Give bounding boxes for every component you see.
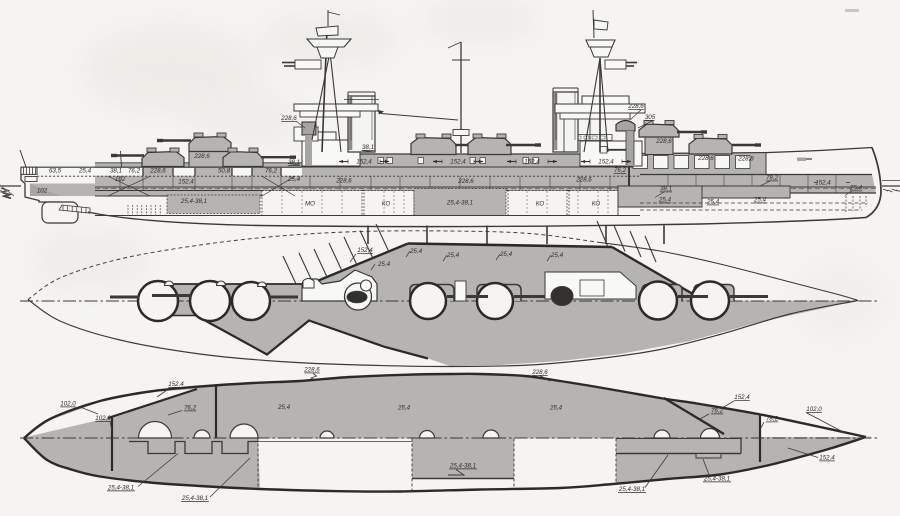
svg-text:228,6: 228,6 bbox=[335, 178, 352, 185]
svg-text:25,4: 25,4 bbox=[78, 168, 92, 175]
svg-text:50,8: 50,8 bbox=[218, 168, 231, 175]
svg-text:78,2: 78,2 bbox=[766, 416, 779, 423]
svg-text:228,6: 228,6 bbox=[149, 168, 166, 175]
svg-text:228,6: 228,6 bbox=[303, 367, 320, 374]
svg-text:228,6: 228,6 bbox=[280, 115, 297, 122]
svg-text:152,4: 152,4 bbox=[356, 159, 372, 166]
svg-text:102,0: 102,0 bbox=[60, 401, 76, 408]
svg-text:63,5: 63,5 bbox=[49, 168, 62, 175]
svg-text:25,4: 25,4 bbox=[706, 199, 720, 206]
svg-text:25,4-38,1: 25,4-38,1 bbox=[449, 463, 476, 470]
svg-text:МО: МО bbox=[305, 201, 315, 208]
svg-text:25,4-38,1: 25,4-38,1 bbox=[703, 476, 730, 483]
svg-text:25,4-38,1: 25,4-38,1 bbox=[107, 485, 134, 492]
svg-text:228,6: 228,6 bbox=[531, 369, 548, 376]
svg-text:25,4-38,1: 25,4-38,1 bbox=[180, 198, 207, 205]
svg-text:152,4: 152,4 bbox=[168, 381, 184, 388]
svg-text:25,4: 25,4 bbox=[287, 176, 301, 183]
svg-text:102: 102 bbox=[115, 176, 126, 183]
svg-text:152,4: 152,4 bbox=[819, 455, 835, 462]
svg-text:25,4: 25,4 bbox=[499, 251, 513, 258]
svg-text:76,2: 76,2 bbox=[614, 167, 627, 174]
svg-text:228,6: 228,6 bbox=[627, 103, 644, 110]
svg-text:228,6: 228,6 bbox=[575, 177, 592, 184]
svg-text:25,4: 25,4 bbox=[397, 405, 411, 412]
svg-text:25,4: 25,4 bbox=[849, 185, 863, 192]
svg-text:152,4: 152,4 bbox=[815, 180, 831, 187]
svg-text:152,4: 152,4 bbox=[357, 247, 373, 254]
svg-text:25,4-38,1: 25,4-38,1 bbox=[181, 495, 208, 502]
svg-text:152,4: 152,4 bbox=[524, 159, 540, 166]
svg-text:25,4: 25,4 bbox=[550, 252, 564, 259]
svg-text:КО: КО bbox=[536, 201, 545, 208]
svg-text:228,6: 228,6 bbox=[697, 155, 714, 162]
svg-text:КО: КО bbox=[382, 201, 391, 208]
svg-text:25,4-38,1: 25,4-38,1 bbox=[446, 200, 473, 207]
svg-text:102: 102 bbox=[37, 188, 48, 195]
svg-text:25,4: 25,4 bbox=[446, 252, 460, 259]
svg-text:78,2: 78,2 bbox=[766, 175, 779, 182]
svg-text:228,8: 228,8 bbox=[737, 156, 754, 163]
svg-text:25,4: 25,4 bbox=[409, 248, 423, 255]
svg-text:228,6: 228,6 bbox=[193, 153, 210, 160]
svg-text:38,1: 38,1 bbox=[288, 159, 300, 166]
svg-text:38,1: 38,1 bbox=[110, 168, 122, 175]
svg-text:152,4: 152,4 bbox=[598, 159, 614, 166]
svg-text:102,0: 102,0 bbox=[95, 415, 111, 422]
svg-text:76,2: 76,2 bbox=[184, 405, 197, 412]
svg-text:76,2: 76,2 bbox=[265, 168, 278, 175]
svg-text:152,4: 152,4 bbox=[734, 394, 750, 401]
svg-text:152,4: 152,4 bbox=[450, 159, 466, 166]
svg-text:102,0: 102,0 bbox=[806, 406, 822, 413]
svg-text:305: 305 bbox=[645, 114, 656, 121]
svg-text:КО: КО bbox=[592, 201, 601, 208]
svg-text:76,2: 76,2 bbox=[711, 408, 724, 415]
svg-text:25,4: 25,4 bbox=[658, 197, 672, 204]
svg-text:228,6: 228,6 bbox=[457, 178, 474, 185]
svg-text:25,4-38,1: 25,4-38,1 bbox=[618, 486, 645, 493]
svg-text:25,4: 25,4 bbox=[549, 405, 563, 412]
svg-text:25,4: 25,4 bbox=[277, 404, 291, 411]
svg-text:152,4: 152,4 bbox=[178, 179, 194, 186]
svg-text:228,6: 228,6 bbox=[655, 138, 672, 145]
svg-text:25,4: 25,4 bbox=[377, 261, 391, 268]
svg-text:38,1: 38,1 bbox=[362, 144, 374, 151]
svg-text:76,2: 76,2 bbox=[128, 168, 141, 175]
svg-text:38,1: 38,1 bbox=[660, 186, 672, 193]
svg-text:25,4: 25,4 bbox=[753, 197, 767, 204]
